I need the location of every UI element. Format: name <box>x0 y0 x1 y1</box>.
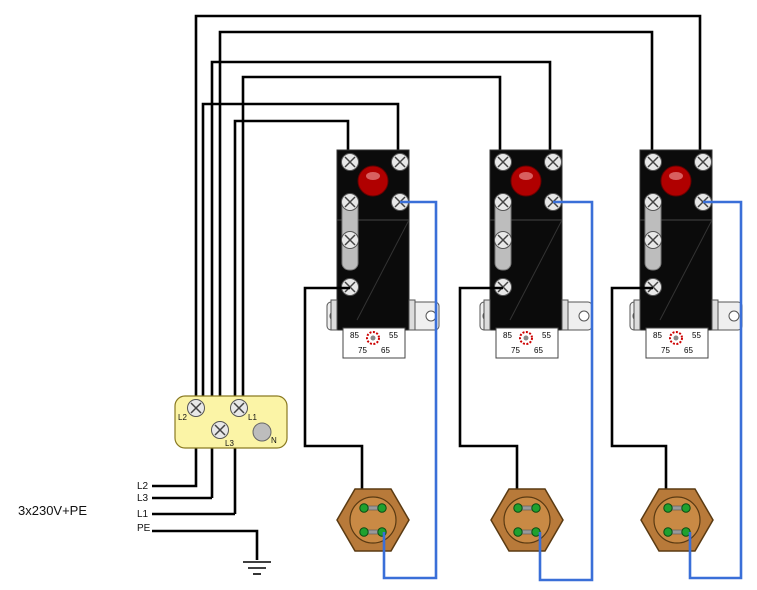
scale-label-55: 55 <box>542 331 551 340</box>
heater-element-icon <box>336 488 410 552</box>
thermostat-dial-icon <box>366 331 380 345</box>
screw-terminal-icon <box>186 398 206 418</box>
ground-icon <box>243 561 271 575</box>
scale-label-55: 55 <box>692 331 701 340</box>
scale-label-65: 65 <box>684 346 693 355</box>
feed-label-l3: L3 <box>137 493 149 504</box>
thermostat-dial-icon <box>669 331 683 345</box>
thermostat-1: 85 55 75 65 <box>327 150 439 358</box>
feed-label-pe: PE <box>137 523 151 534</box>
thermostat-3: 85 55 75 65 <box>630 150 742 358</box>
scale-label-75: 75 <box>661 346 670 355</box>
terminal-label-l2: L2 <box>178 413 187 422</box>
screw-terminal-icon <box>229 398 249 418</box>
screw-terminal-icon <box>210 420 230 440</box>
scale-label-85: 85 <box>653 331 662 340</box>
heater-element-icon <box>640 488 714 552</box>
element-blue-wiring <box>382 200 743 582</box>
supply-label: 3x230V+PE <box>18 503 88 518</box>
element-black-wiring <box>303 286 668 508</box>
scale-label-75: 75 <box>511 346 520 355</box>
scale-label-65: 65 <box>381 346 390 355</box>
feed-label-l2: L2 <box>137 481 149 492</box>
scale-label-75: 75 <box>358 346 367 355</box>
scale-label-55: 55 <box>389 331 398 340</box>
scale-label-85: 85 <box>503 331 512 340</box>
terminal-label-l1: L1 <box>248 413 257 422</box>
terminal-label-l3: L3 <box>225 439 234 448</box>
feed-label-l1: L1 <box>137 509 149 520</box>
neutral-terminal <box>252 422 272 442</box>
supply-wiring <box>152 14 702 560</box>
terminal-block: L2 L3 L1 N <box>174 395 288 449</box>
thermostat-dial-icon <box>519 331 533 345</box>
terminal-label-n: N <box>271 436 277 445</box>
feed-line-labels: L2 L3 L1 PE <box>137 481 151 534</box>
scale-label-85: 85 <box>350 331 359 340</box>
heater-element-icon <box>490 488 564 552</box>
thermostat-2: 85 55 75 65 <box>480 150 592 358</box>
scale-label-65: 65 <box>534 346 543 355</box>
